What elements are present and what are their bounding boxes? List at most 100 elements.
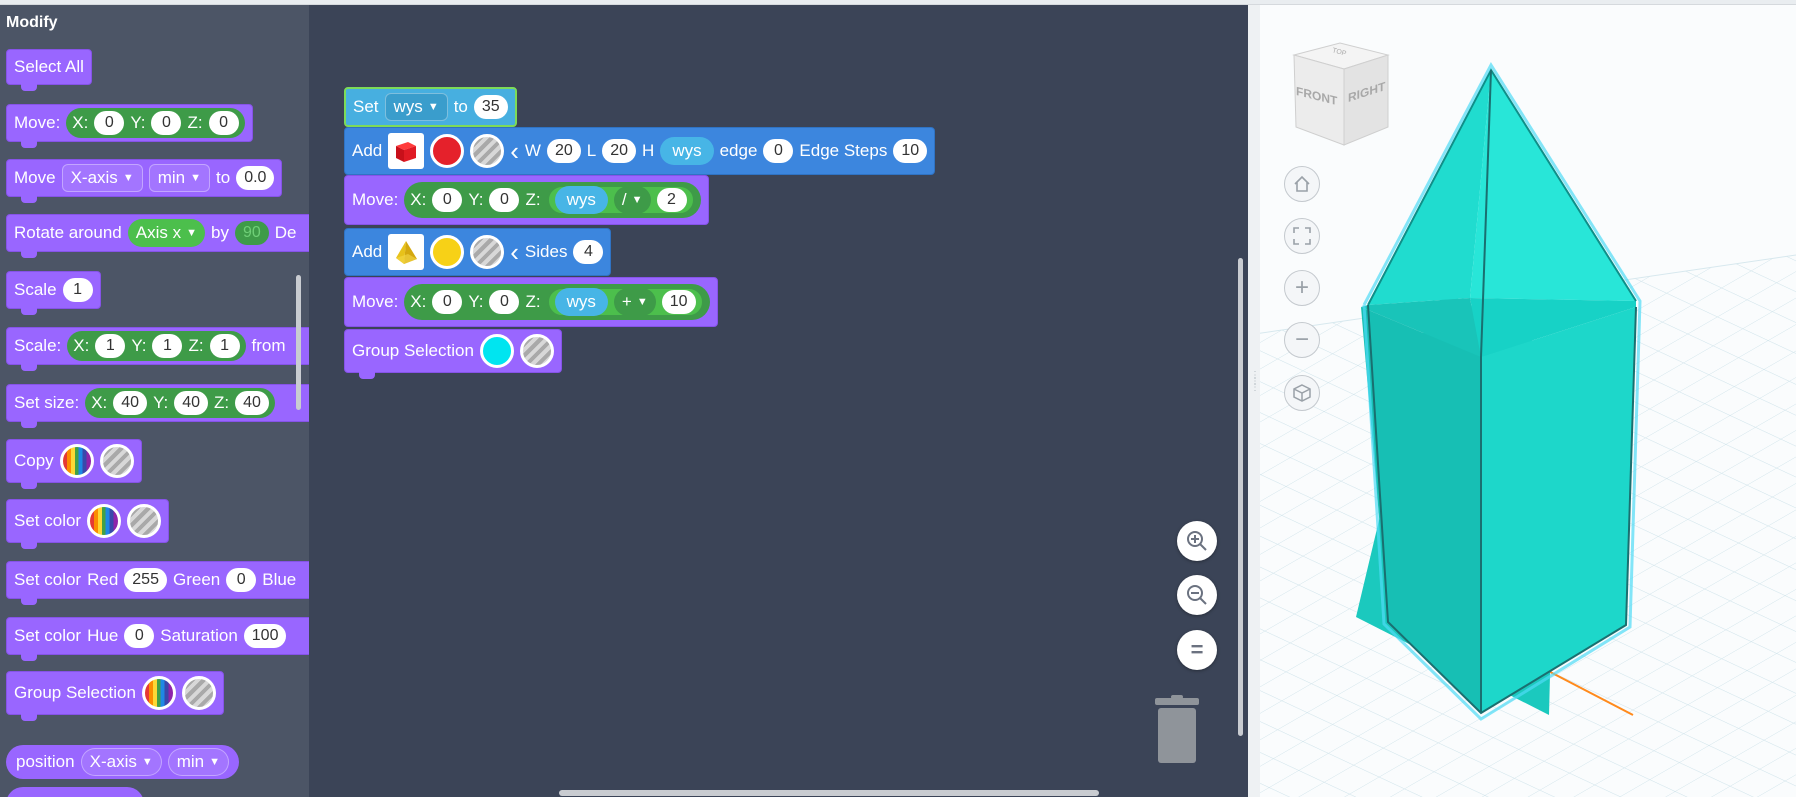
scale-input[interactable]: 1	[62, 278, 93, 302]
select-all-block[interactable]: Select All	[6, 49, 92, 91]
add-cube-block[interactable]: Add ‹ W 20 L 20 H wys edge 0 Edge Steps …	[344, 127, 936, 175]
y-input[interactable]: 40	[174, 391, 208, 415]
z-variable[interactable]: wys	[554, 186, 608, 214]
move-xyz-block[interactable]: Move: X:0 Y:0 Z:0	[6, 104, 253, 148]
hue-input[interactable]: 0	[124, 624, 155, 648]
move-axis-block[interactable]: Move X-axis▼ min▼ to 0.0	[6, 159, 283, 203]
material-swatch[interactable]	[127, 504, 162, 538]
dropdown-value: min	[176, 752, 205, 771]
mode-dropdown[interactable]: min▼	[167, 748, 230, 776]
add-pyramid-block[interactable]: Add ‹ Sides 4	[344, 228, 612, 276]
x-input[interactable]: 40	[113, 391, 148, 415]
z-input[interactable]: 0	[208, 111, 239, 135]
color-swatch[interactable]	[430, 235, 465, 269]
y-input[interactable]: 0	[151, 111, 182, 135]
edge-input[interactable]: 0	[763, 139, 794, 163]
axis-dropdown[interactable]: Axis x▼	[127, 219, 205, 247]
set-size-block[interactable]: Set size: X:40 Y:40 Z:40	[6, 384, 309, 428]
color-swatch[interactable]	[59, 444, 94, 478]
y-input[interactable]: 1	[152, 334, 183, 358]
scale-xyz-block[interactable]: Scale: X:1 Y:1 Z:1 from	[6, 327, 309, 371]
material-swatch[interactable]	[470, 134, 505, 168]
y-input[interactable]: 0	[489, 290, 520, 314]
material-swatch[interactable]	[181, 676, 216, 710]
x-input[interactable]: 0	[432, 188, 463, 212]
zoom-out-button[interactable]	[1177, 575, 1217, 615]
reset-zoom-button[interactable]: =	[1177, 630, 1217, 670]
fit-view-button[interactable]	[1284, 218, 1320, 254]
operand-input[interactable]: 10	[661, 290, 696, 314]
collapse-chevron-icon[interactable]: ‹	[510, 237, 519, 267]
mode-dropdown[interactable]: min▼	[148, 164, 210, 192]
green-input[interactable]: 0	[226, 568, 257, 592]
3d-viewport[interactable]: TOP FRONT RIGHT + −	[1248, 5, 1796, 797]
value-input[interactable]: 0.0	[236, 166, 275, 190]
perspective-button[interactable]	[1284, 375, 1320, 411]
partial-reporter-block[interactable]	[6, 787, 144, 797]
rotate-block[interactable]: Rotate around Axis x▼ by 90 De	[6, 214, 309, 258]
color-swatch[interactable]	[141, 676, 176, 710]
math-expression[interactable]: wys +▼ 10	[546, 287, 704, 317]
w-input[interactable]: 20	[546, 139, 581, 163]
flyout-scrollbar[interactable]	[296, 275, 301, 410]
workspace-vertical-scrollbar[interactable]	[1238, 258, 1243, 736]
caret-down-icon: ▼	[190, 172, 201, 184]
pyramid-thumbnail-icon[interactable]	[388, 234, 425, 270]
material-swatch[interactable]	[519, 334, 554, 368]
l-input[interactable]: 20	[602, 139, 637, 163]
home-view-button[interactable]	[1284, 166, 1320, 202]
zoom-out-view-button[interactable]: −	[1284, 322, 1320, 358]
group-selection-block[interactable]: Group Selection	[6, 671, 224, 721]
color-swatch[interactable]	[87, 504, 122, 538]
workspace-horizontal-scrollbar[interactable]	[559, 790, 1099, 796]
variable-dropdown[interactable]: wys▼	[384, 93, 448, 121]
cyan-prism-shape[interactable]	[1356, 62, 1642, 721]
material-swatch[interactable]	[99, 444, 134, 478]
cube-thumbnail-icon[interactable]	[388, 133, 425, 169]
angle-input[interactable]: 90	[234, 221, 269, 245]
dropdown-value: X-axis	[89, 752, 137, 771]
panel-splitter[interactable]: ⋮⋮⋮	[1248, 5, 1260, 797]
move-xyz-block[interactable]: Move: X:0 Y:0 Z: wys /▼ 2	[344, 175, 709, 225]
view-cube[interactable]: TOP FRONT RIGHT	[1288, 41, 1396, 149]
flyout-title: Modify	[6, 14, 58, 31]
x-input[interactable]: 0	[94, 111, 125, 135]
axis-dropdown[interactable]: X-axis▼	[80, 748, 162, 776]
color-swatch[interactable]	[479, 334, 514, 368]
trash-can[interactable]	[1154, 695, 1200, 763]
block-label: Set	[353, 97, 379, 116]
dropdown-value: wys	[393, 97, 423, 116]
axis-dropdown[interactable]: X-axis▼	[61, 164, 143, 192]
operator-dropdown[interactable]: /▼	[613, 186, 651, 214]
sides-input[interactable]: 4	[573, 240, 604, 264]
z-input[interactable]: 1	[209, 334, 240, 358]
x-input[interactable]: 1	[95, 334, 126, 358]
collapse-chevron-icon[interactable]: ‹	[510, 136, 519, 166]
operator-dropdown[interactable]: +▼	[613, 288, 656, 316]
red-input[interactable]: 255	[124, 568, 167, 592]
z-input[interactable]: 40	[235, 391, 269, 415]
saturation-input[interactable]: 100	[243, 624, 287, 648]
h-variable[interactable]: wys	[660, 137, 714, 165]
y-input[interactable]: 0	[489, 188, 520, 212]
x-input[interactable]: 0	[432, 290, 463, 314]
copy-block[interactable]: Copy	[6, 439, 142, 489]
set-color-rgb-block[interactable]: Set color Red 255 Green 0 Blue	[6, 561, 309, 605]
set-color-block[interactable]: Set color	[6, 499, 170, 549]
operand-input[interactable]: 2	[656, 188, 687, 212]
scale-block[interactable]: Scale 1	[6, 271, 101, 315]
color-swatch[interactable]	[430, 134, 465, 168]
set-color-hsv-block[interactable]: Set color Hue 0 Saturation 100	[6, 617, 309, 661]
set-variable-block[interactable]: Set wys▼ to 35	[344, 87, 517, 127]
material-swatch[interactable]	[470, 235, 505, 269]
zoom-in-view-button[interactable]: +	[1284, 270, 1320, 306]
move-xyz-block-2[interactable]: Move: X:0 Y:0 Z: wys +▼ 10	[344, 277, 718, 327]
zoom-in-button[interactable]	[1177, 521, 1217, 561]
math-expression[interactable]: wys /▼ 2	[546, 185, 695, 215]
group-selection-block[interactable]: Group Selection	[344, 329, 562, 379]
z-variable[interactable]: wys	[554, 288, 608, 316]
value-input[interactable]: 35	[473, 95, 508, 119]
block-label: Set color	[14, 570, 82, 589]
edge-steps-input[interactable]: 10	[893, 139, 928, 163]
position-reporter-block[interactable]: position X-axis▼ min▼	[6, 745, 240, 779]
